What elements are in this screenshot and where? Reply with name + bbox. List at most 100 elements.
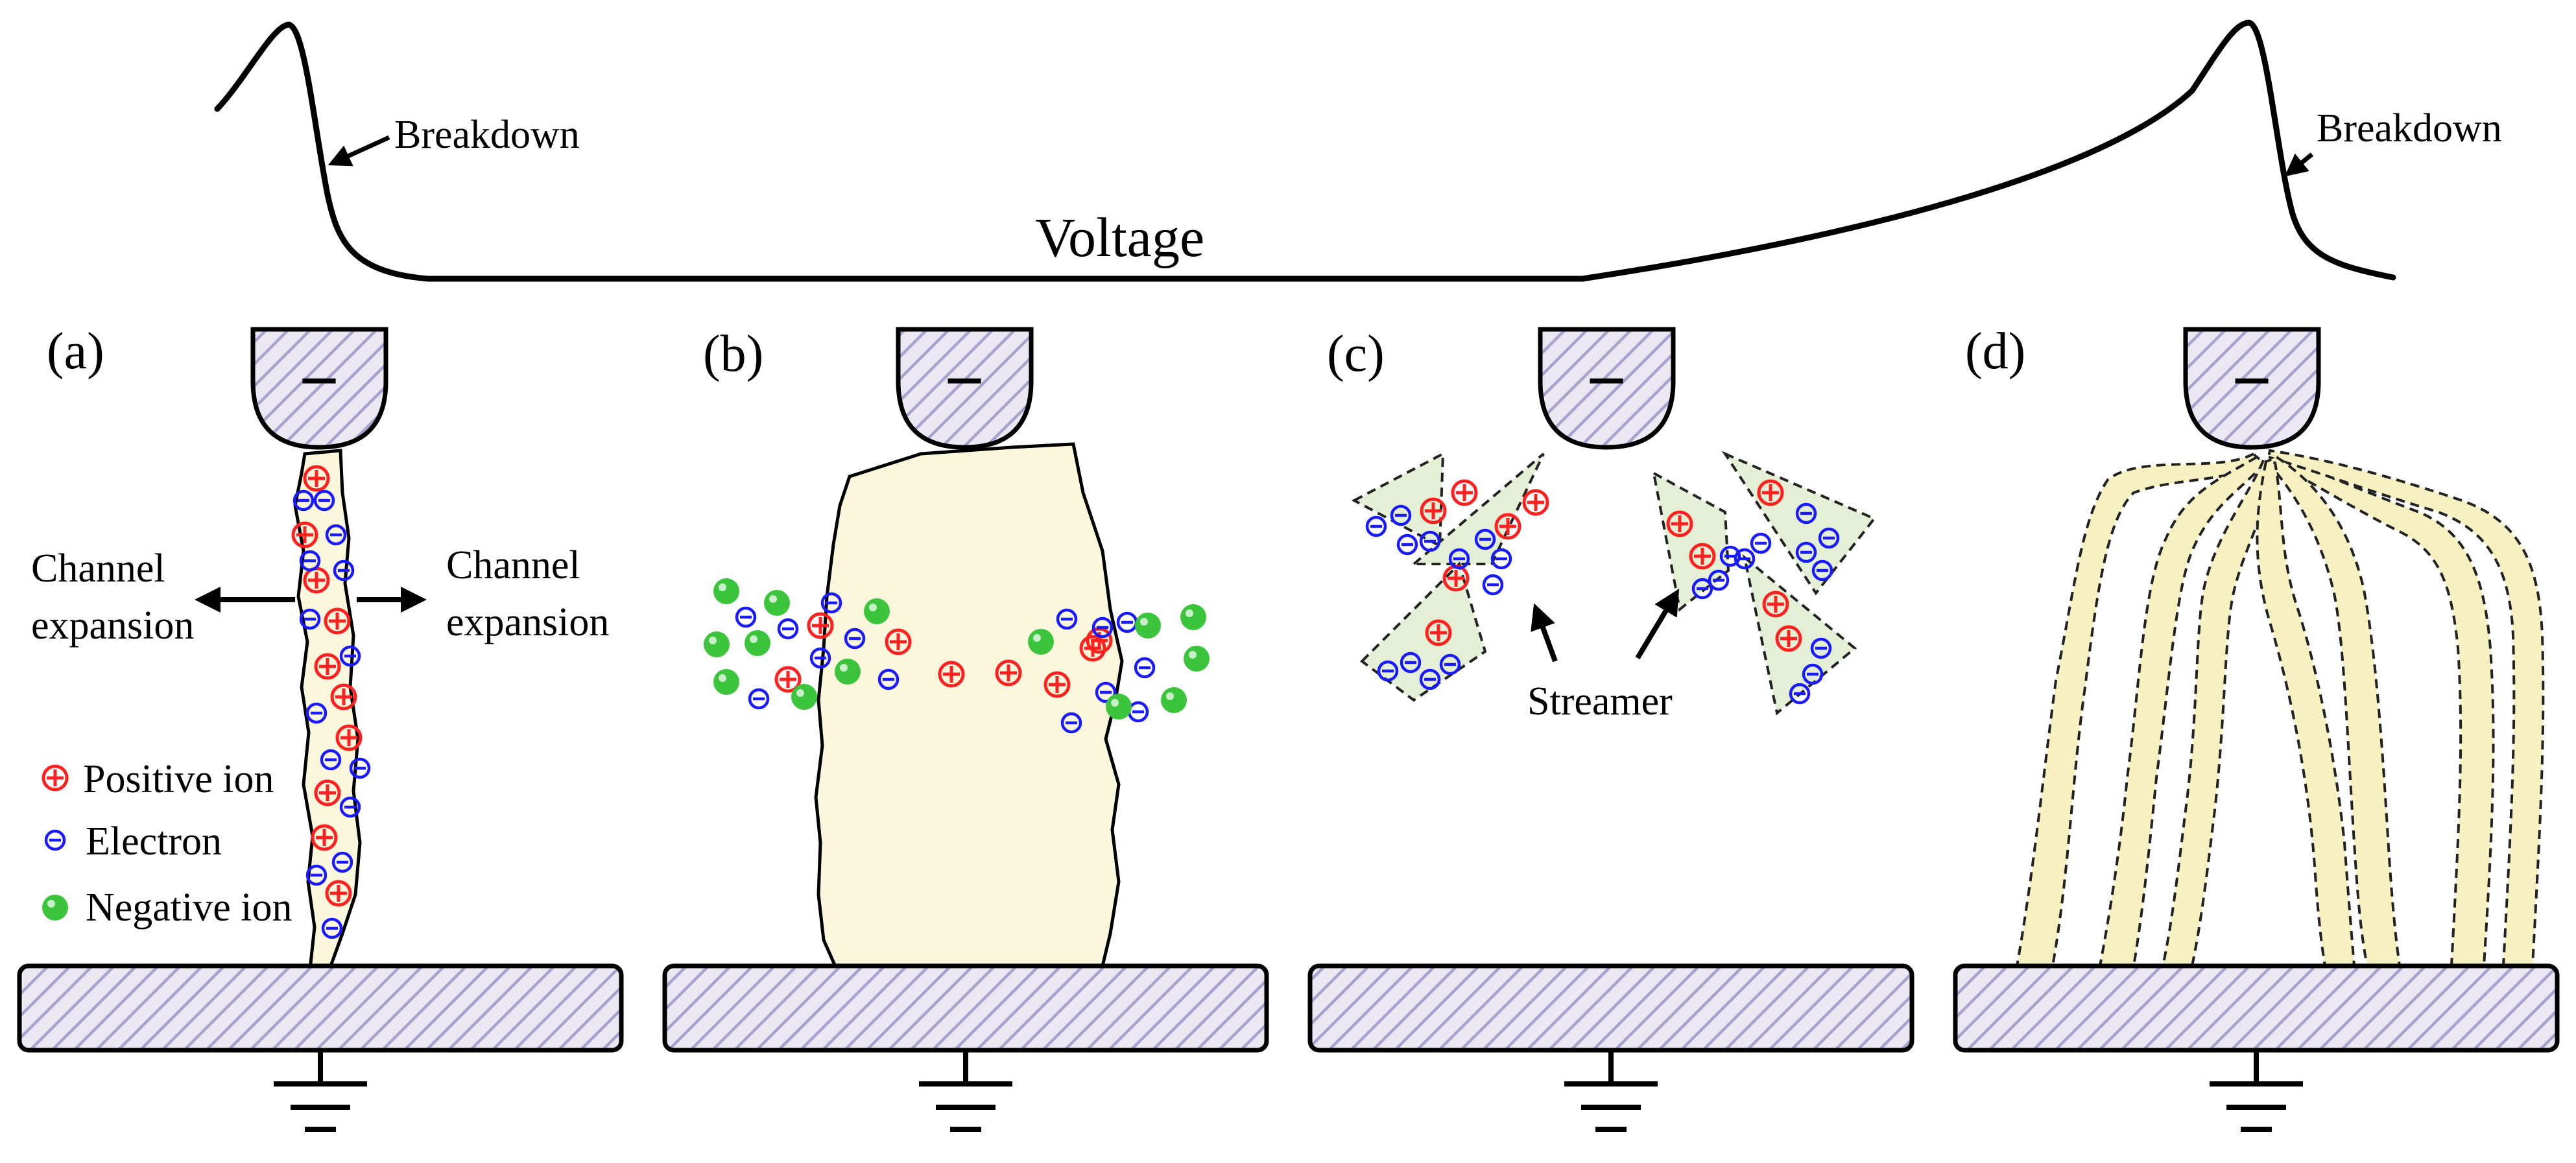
negative-ion-icon	[713, 578, 739, 604]
streamer	[1359, 561, 1487, 702]
electrode-set: −	[1307, 327, 1914, 1132]
channel-expansion-left-line1: Channel	[31, 546, 165, 591]
negative-ion-icon	[1135, 613, 1161, 639]
electron-icon	[1127, 701, 1149, 723]
positive-ion-icon	[291, 521, 318, 548]
electrode-set: −	[662, 327, 1269, 1132]
discharge-filament	[2267, 452, 2495, 967]
positive-ion-icon	[1689, 543, 1716, 570]
panel-label-c: (c)	[1327, 325, 1385, 382]
electrode-set: −	[17, 327, 624, 1132]
positive-ion-icon	[1666, 510, 1693, 537]
panel-label-a: (a)	[47, 323, 104, 380]
positive-ion-icon	[1079, 635, 1106, 662]
electron-icon	[305, 864, 328, 886]
electron-icon	[292, 489, 315, 511]
channel-expansion-left-line2: expansion	[31, 604, 194, 648]
positive-ion-icon	[1494, 513, 1521, 540]
electron-icon	[1734, 548, 1756, 570]
positive-ion-icon	[1522, 489, 1549, 516]
ground-plate	[1307, 963, 1914, 1053]
electron-icon	[44, 829, 66, 851]
electron-icon	[1056, 608, 1078, 630]
positive-ion-icon	[335, 724, 363, 751]
ground-plate	[17, 963, 624, 1053]
cathode-electrode	[896, 327, 1034, 450]
breakdown-arrow-right	[2284, 152, 2314, 177]
positive-ion-icon	[311, 824, 338, 851]
positive-ion-icon	[885, 628, 912, 655]
electron-icon	[1060, 712, 1082, 734]
electron-icon	[299, 550, 321, 572]
positive-ion-icon	[1757, 479, 1784, 506]
electron-icon	[305, 702, 328, 724]
electron-icon	[1802, 663, 1824, 685]
legend: Positive ion Electron Negative ion	[42, 757, 292, 930]
electron-icon	[339, 645, 361, 667]
electron-icon	[325, 524, 347, 546]
electrode-set: −	[1953, 327, 2560, 1132]
voltage-label: Voltage	[1035, 206, 1204, 268]
electron-icon	[1691, 578, 1713, 600]
expanded-channel	[814, 442, 1124, 971]
positive-ion-icon	[324, 607, 351, 635]
electron-icon	[1810, 637, 1832, 659]
cathode-electrode	[250, 327, 388, 450]
electron-icon	[1818, 527, 1840, 549]
breakdown-label-left: Breakdown	[394, 113, 580, 157]
ground-symbol-icon	[919, 1050, 1012, 1132]
electron-icon	[321, 917, 343, 939]
electron-icon	[339, 796, 361, 818]
electron-icon	[1490, 548, 1512, 570]
positive-ion-icon	[1420, 497, 1447, 524]
electron-icon	[1789, 683, 1811, 705]
electron-icon	[1390, 504, 1412, 526]
electrodes: −−−−	[17, 327, 2560, 1132]
cathode-electrode	[2183, 327, 2321, 450]
electron-icon	[299, 608, 321, 630]
negative-ion-icon	[864, 598, 890, 624]
channel-expansion-right-line1: Channel	[446, 543, 580, 587]
minus-sign: −	[1586, 341, 1627, 420]
electron-icon	[1400, 652, 1422, 674]
positive-ion-icon	[330, 683, 357, 711]
panel-label-b: (b)	[703, 325, 763, 382]
panel-a: Channel expansion Channel expansion	[31, 449, 609, 971]
electron-icon	[1396, 534, 1418, 556]
electron-icon	[1811, 559, 1833, 582]
cathode-electrode	[1538, 327, 1676, 450]
streamer-label: Streamer	[1527, 679, 1673, 723]
electron-icon	[844, 628, 866, 650]
electron-icon	[1474, 528, 1496, 550]
positive-ion-icon	[995, 659, 1022, 687]
legend-positive-ion: Positive ion	[42, 757, 274, 801]
ground-symbol-icon	[1564, 1050, 1658, 1132]
panel-c: Streamer	[1351, 451, 1877, 723]
positive-ion-icon	[1451, 479, 1478, 506]
ground-plate	[662, 963, 1269, 1053]
negative-ion-icon	[764, 590, 790, 616]
streamer-particles	[1365, 479, 1840, 705]
electron-icon	[1419, 530, 1441, 552]
legend-negative-ion: Negative ion	[42, 886, 292, 930]
negative-ion-icon	[1180, 604, 1206, 630]
electron-icon	[313, 489, 335, 511]
positive-ion-icon	[314, 653, 341, 680]
electron-icon	[320, 749, 342, 771]
negative-ion-icon	[1028, 629, 1054, 655]
legend-label: Negative ion	[86, 886, 292, 930]
electron-icon	[777, 618, 799, 640]
electron-icon	[1719, 545, 1741, 567]
minus-sign: −	[944, 341, 985, 420]
streamer-arrow-right	[1635, 589, 1680, 660]
positive-ion-icon	[774, 666, 802, 693]
negative-ion-icon	[835, 659, 861, 685]
legend-electron: Electron	[44, 819, 222, 863]
voltage-waveform	[214, 19, 2396, 282]
electron-icon	[735, 606, 757, 628]
positive-ion-icon	[325, 880, 352, 907]
electron-icon	[809, 647, 831, 669]
space-charge-particles	[704, 578, 1210, 734]
positive-ion-icon	[938, 661, 965, 688]
